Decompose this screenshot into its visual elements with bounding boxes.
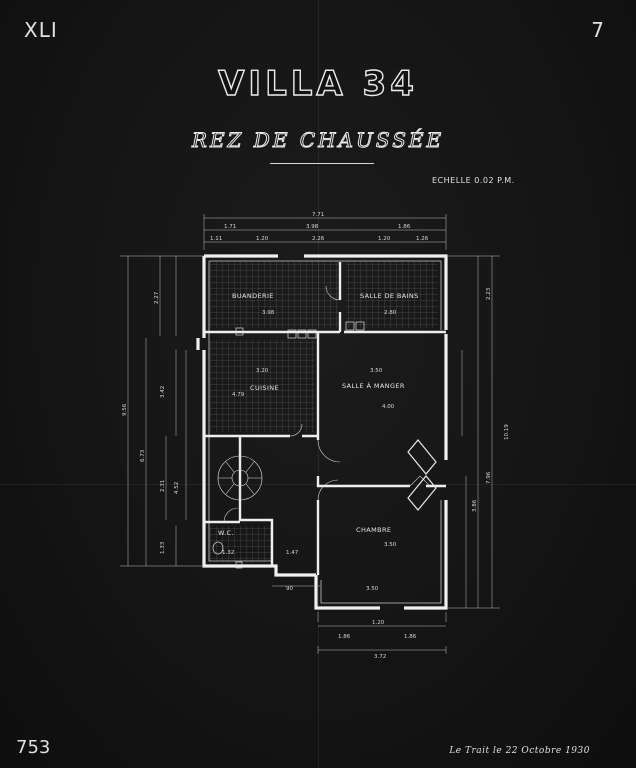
dim-sam-h: 4.00 — [382, 404, 395, 410]
label-buanderie: BUANDERIE — [232, 292, 274, 300]
dim-right-c: 7.96 — [486, 471, 492, 484]
dim-buanderie-w: 3.98 — [262, 310, 275, 316]
dim-bottom-total: 3.72 — [374, 654, 386, 660]
bay-window-lower — [407, 475, 437, 511]
dim-wc-w: 1.32 — [222, 550, 234, 556]
dim-bottom-c: 1.86 — [404, 634, 417, 640]
signature-date: Le Trait le 22 Octobre 1930 — [449, 746, 590, 756]
exterior-wall-inner — [208, 260, 442, 604]
staircase — [217, 455, 263, 501]
bay-window-upper — [407, 439, 437, 475]
label-cuisine: CUISINE — [250, 384, 279, 392]
dim-bottom-left: 90 — [286, 586, 293, 592]
dim-left-a: 2.27 — [154, 291, 160, 304]
dim-cuisine-h: 4.79 — [232, 392, 245, 398]
dim-right-a: 2.23 — [486, 287, 492, 300]
wc-tiles — [210, 526, 272, 562]
cuisine-tiles — [210, 340, 314, 432]
dim-sam-w: 3.50 — [370, 368, 383, 374]
label-salle-de-bains: SALLE DE BAINS — [360, 292, 419, 300]
dim-top-c: 2.26 — [312, 236, 325, 242]
archive-number: 753 — [16, 737, 51, 758]
drawing-subtitle: REZ DE CHAUSSÉE — [191, 128, 445, 153]
dim-top-left: 3.98 — [306, 224, 319, 230]
scale-note: ECHELLE 0.02 P.M. — [432, 176, 515, 185]
dimension-lines — [120, 214, 500, 654]
dim-left-f: 3.42 — [160, 386, 166, 398]
door-swings — [223, 285, 431, 523]
dim-top-e: 1.26 — [416, 236, 429, 242]
interior-walls — [204, 262, 446, 575]
dim-top-b: 1.20 — [256, 236, 269, 242]
buanderie-tiles — [210, 262, 338, 328]
dim-right-b: 10.19 — [504, 424, 510, 440]
dim-left-e: 1.33 — [160, 541, 166, 554]
sdb-tiles — [346, 262, 438, 328]
dim-bottom-a: 1.86 — [338, 634, 351, 640]
drawing-title: VILLA 34 — [217, 63, 418, 104]
label-chambre: CHAMBRE — [356, 526, 391, 534]
dim-top-a: 1.71 — [224, 224, 236, 230]
dim-sdb-w: 2.80 — [384, 310, 397, 316]
dim-top-d: 1.20 — [378, 236, 391, 242]
dim-top-right: 1.86 — [398, 224, 411, 230]
dim-bottom-b: 1.20 — [372, 620, 385, 626]
dim-top-f: 1.11 — [210, 236, 222, 242]
dim-right-d: 3.86 — [472, 499, 478, 512]
dim-left-d: 2.31 — [160, 480, 166, 492]
dim-hall-w: 1.47 — [286, 550, 299, 556]
dim-top-total: 7.71 — [312, 212, 324, 218]
plate-roman-numeral: XLI — [24, 18, 58, 42]
dim-chambre-h: 3.50 — [384, 542, 397, 548]
label-wc: W.C. — [218, 529, 234, 537]
fixtures — [212, 321, 365, 569]
subtitle-rule — [270, 163, 374, 164]
plate-number: 7 — [591, 18, 604, 42]
label-salle-a-manger: SALLE À MANGER — [342, 381, 405, 390]
dim-left-g: 4.52 — [174, 482, 180, 494]
dim-left-c: 6.73 — [140, 449, 146, 462]
dim-chambre-w: 3.50 — [366, 586, 379, 592]
dim-cuisine-w: 3.20 — [256, 368, 269, 374]
dim-left-b: 9.56 — [122, 403, 128, 416]
